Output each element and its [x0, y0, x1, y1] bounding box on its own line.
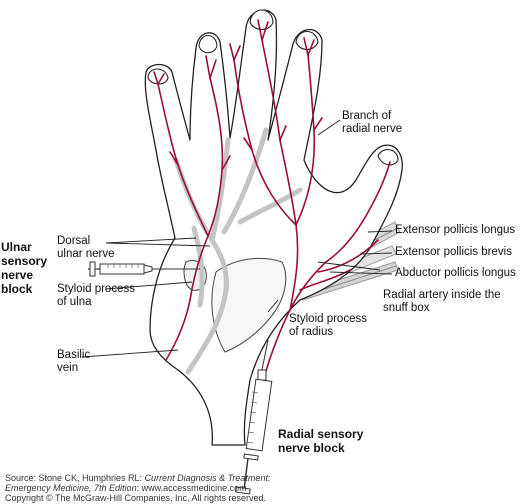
leader-lines: [81, 119, 393, 358]
hand-outline: [144, 9, 403, 446]
ulnar-nerve: [153, 55, 231, 361]
copyright-notice: Copyright © The McGraw-Hill Companies, I…: [5, 493, 267, 503]
label-extensor-pollicis-brevis: Extensor pollicis brevis: [395, 246, 512, 258]
fingernails: [147, 9, 399, 166]
label-extensor-pollicis-longus: Extensor pollicis longus: [395, 224, 516, 236]
ulnar-block-syringe: [88, 261, 200, 277]
radial-block-syringe: [235, 339, 273, 495]
source-citation-line2: Emergency Medicine, 7th Edition: www.acc…: [5, 483, 247, 493]
label-abductor-pollicis-longus: Abductor pollicis longus: [395, 267, 516, 279]
source-citation: Source: Stone CK, Humphries RL: Current …: [5, 473, 271, 483]
